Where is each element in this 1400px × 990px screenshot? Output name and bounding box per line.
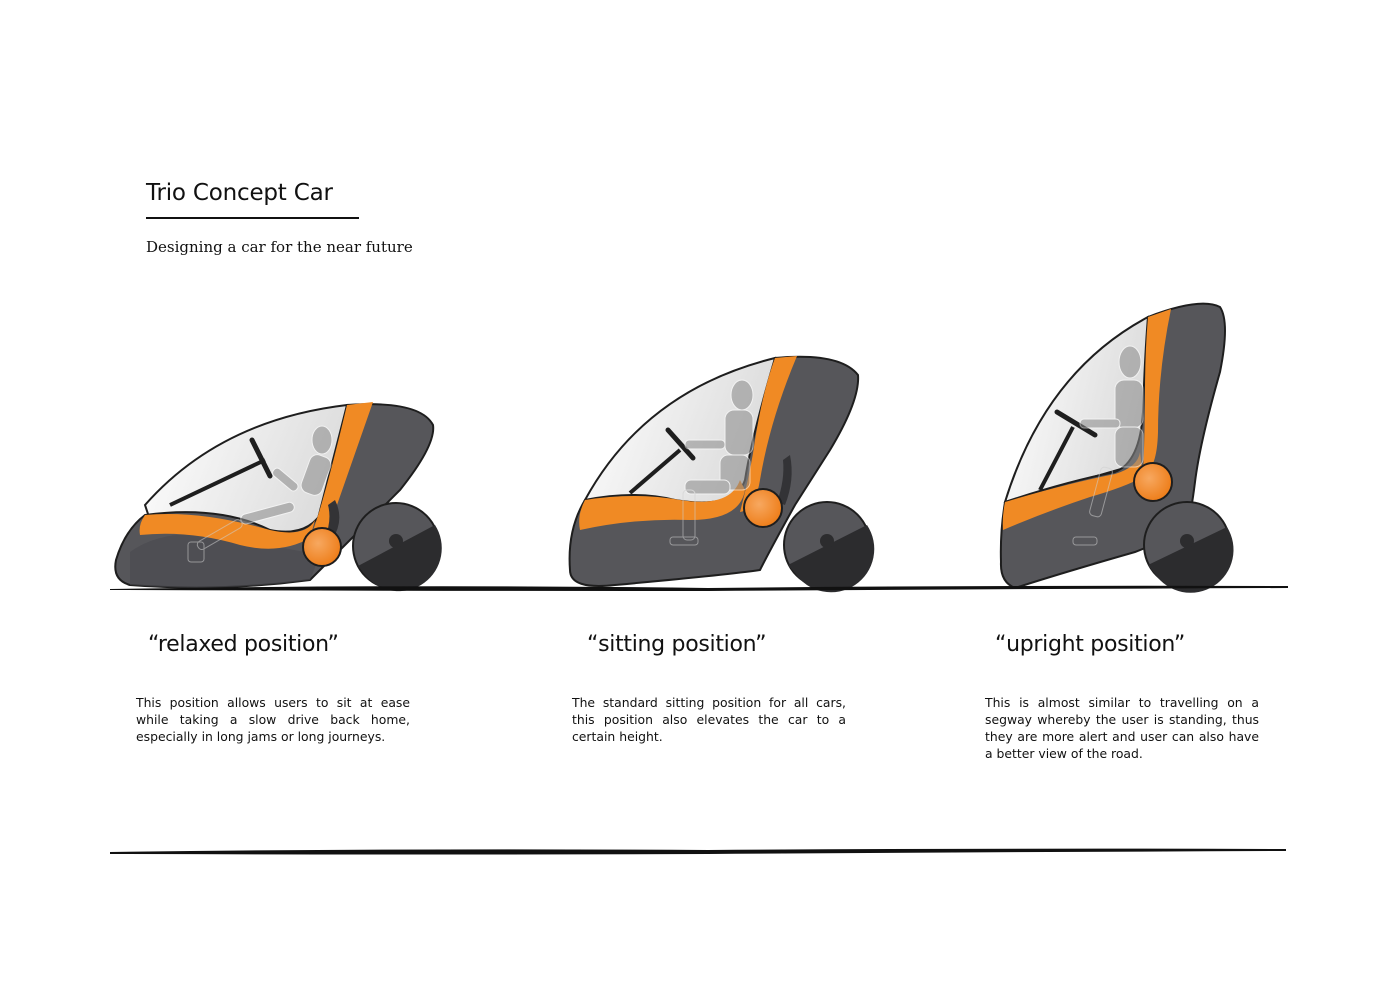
caption-upright: “upright position” xyxy=(995,632,1185,657)
seat-stripe xyxy=(310,402,373,539)
section-divider xyxy=(110,848,1286,855)
seat-stripe xyxy=(1143,309,1171,474)
caption-sitting: “sitting position” xyxy=(587,632,767,657)
hinge-orb xyxy=(302,527,342,567)
car-sitting-illustration xyxy=(555,340,885,600)
description-relaxed: This position allows users to sit at eas… xyxy=(136,695,410,744)
title-underline xyxy=(146,217,359,219)
ground-line xyxy=(110,585,1288,591)
page-subtitle: Designing a car for the near future xyxy=(146,238,413,256)
driver-mannequin xyxy=(669,379,754,546)
page-title: Trio Concept Car xyxy=(146,180,333,206)
description-upright: This is almost similar to travelling on … xyxy=(985,695,1259,761)
rear-wheel xyxy=(783,501,875,593)
caption-relaxed: “relaxed position” xyxy=(148,632,339,657)
accent-stripe xyxy=(139,514,315,549)
description-sitting: The standard sitting position for all ca… xyxy=(572,695,846,744)
hinge-orb xyxy=(1133,462,1173,502)
rear-wheel xyxy=(1143,501,1234,593)
accent-stripe xyxy=(1002,452,1143,530)
driver-mannequin xyxy=(187,425,333,563)
car-relaxed-illustration xyxy=(100,380,460,600)
driver-mannequin xyxy=(1072,345,1144,546)
car-upright-illustration xyxy=(995,292,1295,602)
hinge-orb xyxy=(743,488,783,528)
accent-stripe xyxy=(579,480,745,530)
seat-stripe xyxy=(740,356,797,512)
rear-wheel xyxy=(352,502,442,592)
